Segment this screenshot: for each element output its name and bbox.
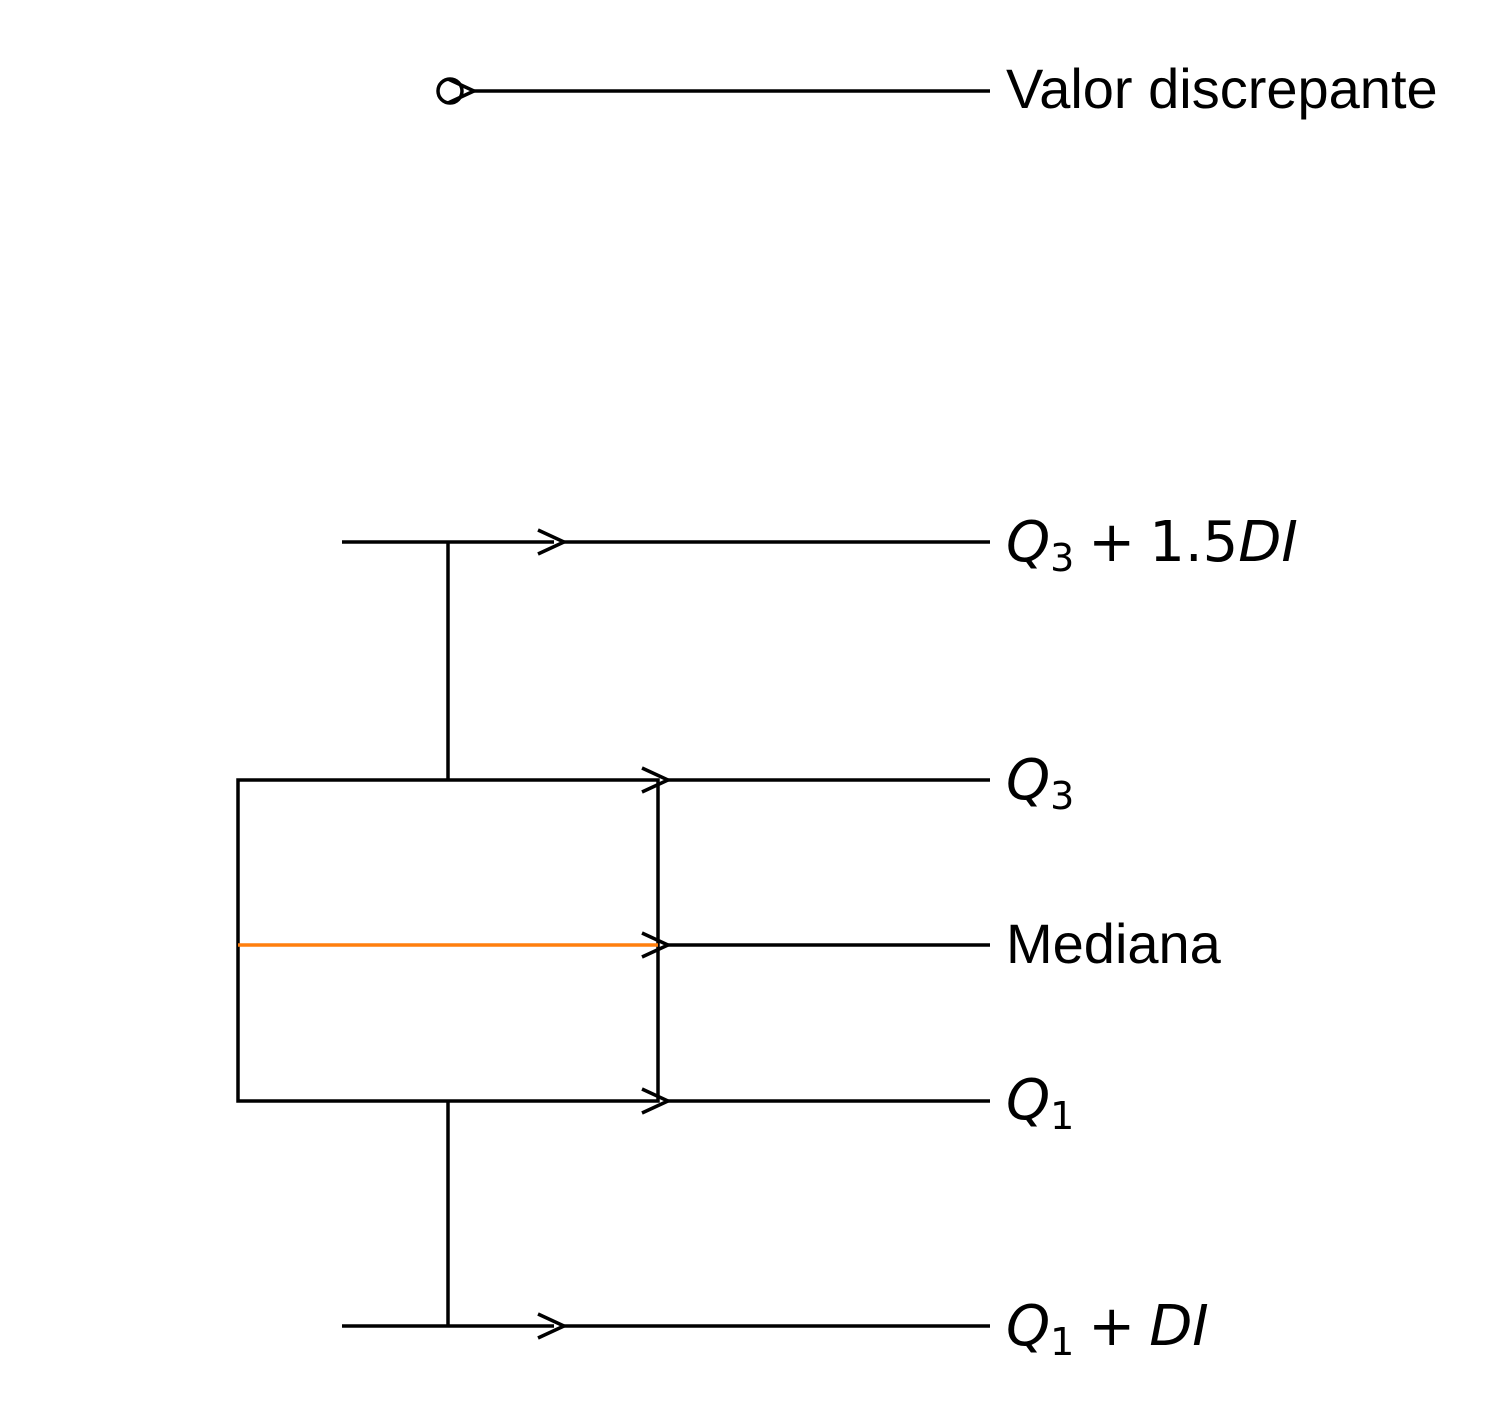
upper-whisker-op: +: [1088, 510, 1135, 575]
lower-whisker-op: +: [1088, 1294, 1135, 1359]
upper-whisker-coef: 1.5: [1149, 510, 1238, 575]
q3-label: Q3: [1006, 748, 1074, 818]
upper-whisker-q-sub: 3: [1050, 536, 1074, 580]
q3-q: Q: [1006, 748, 1050, 813]
q1-q-sub: 1: [1050, 1094, 1074, 1138]
upper-whisker-q: Q: [1006, 510, 1050, 575]
q1-label: Q1: [1006, 1068, 1074, 1138]
upper-whisker-label: Q3 +1.5DI: [1006, 510, 1298, 580]
lower-whisker-q-sub: 1: [1050, 1320, 1074, 1364]
q1-q: Q: [1006, 1068, 1050, 1133]
lower-whisker-label: Q1 +DI: [1006, 1294, 1209, 1364]
upper-whisker-term: DI: [1238, 510, 1298, 575]
median-label: Mediana: [1006, 912, 1222, 975]
q3-q-sub: 3: [1050, 774, 1074, 818]
outlier-point: [436, 77, 464, 105]
iqr-box: [236, 778, 660, 1103]
outlier-label: Valor discrepante: [1006, 57, 1438, 120]
lower-whisker-term: DI: [1149, 1294, 1209, 1359]
lower-whisker-q: Q: [1006, 1294, 1050, 1359]
